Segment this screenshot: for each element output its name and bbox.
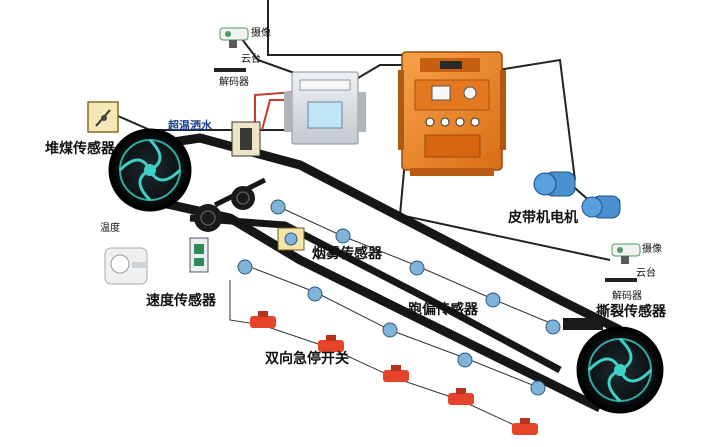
cable-cabinet-down: [398, 159, 611, 261]
label-camera-right: 摄像: [642, 244, 662, 255]
emergency-stop-switches: [250, 311, 538, 435]
roller-small-1: [231, 186, 255, 210]
cable-cabinet-motor: [497, 58, 576, 181]
coal-pile-sensor-box: [87, 101, 119, 133]
label-ptz-top: 云台: [241, 54, 261, 65]
label-decoder-right: 解码器: [612, 291, 642, 302]
sprinkler-valve: [231, 121, 261, 157]
speed-sensor: [189, 237, 209, 273]
label-tear-sensor: 撕裂传感器: [596, 304, 666, 320]
controller-box: [284, 71, 366, 145]
label-deviation-sensor: 跑偏传感器: [408, 302, 478, 318]
stop-switch-icon: [250, 311, 276, 328]
belt-bottom-run: [139, 193, 602, 413]
switch-cabinet: [398, 51, 506, 176]
belt-sensors: [237, 199, 561, 396]
label-ptz-right: 云台: [636, 268, 656, 279]
motor-icon: [533, 171, 576, 197]
sensor-icon: [530, 380, 546, 396]
cable-controller-cabinet: [357, 64, 404, 79]
camera-right: [605, 243, 641, 282]
label-smoke-sensor: 烟雾传感器: [312, 246, 382, 262]
roller-small-2: [194, 204, 222, 232]
cable-top-feed: [267, 0, 411, 62]
label-over-temp-sprinkler: 超温洒水: [168, 119, 212, 132]
sensor-icon: [382, 322, 398, 338]
head-pulley: [108, 128, 192, 212]
label-emergency-stop: 双向急停开关: [265, 351, 349, 367]
sensor-icon: [335, 228, 351, 244]
tensioner-bar: [563, 318, 603, 330]
sensor-icon: [457, 352, 473, 368]
smoke-sensor-panel: [277, 227, 305, 251]
sensor-icon: [485, 292, 501, 308]
label-speed-sensor: 速度传感器: [146, 293, 216, 309]
label-camera-top: 摄像: [251, 28, 271, 39]
belt-motor: [533, 171, 621, 219]
sensor-icon: [545, 319, 561, 335]
sensor-icon: [270, 199, 286, 215]
stop-switch-icon: [448, 388, 474, 405]
tail-pulley: [576, 326, 664, 414]
sensor-icon: [409, 260, 425, 276]
motor-icon: [581, 195, 621, 219]
sensor-icon: [237, 259, 253, 275]
temperature-sensor: [104, 247, 148, 285]
label-coal-pile-sensor: 堆煤传感器: [45, 141, 115, 157]
label-decoder-top: 解码器: [219, 77, 249, 88]
stop-switch-icon: [383, 365, 409, 382]
take-up-rollers: [194, 186, 603, 330]
label-belt-motor: 皮带机电机: [508, 210, 578, 226]
sensor-icon: [307, 286, 323, 302]
cable-sprinkler: [254, 91, 296, 130]
stop-switch-icon: [512, 418, 538, 435]
camera-top: [214, 27, 249, 72]
stop-switch-icon: [318, 335, 344, 352]
label-temperature: 温度: [100, 223, 120, 234]
